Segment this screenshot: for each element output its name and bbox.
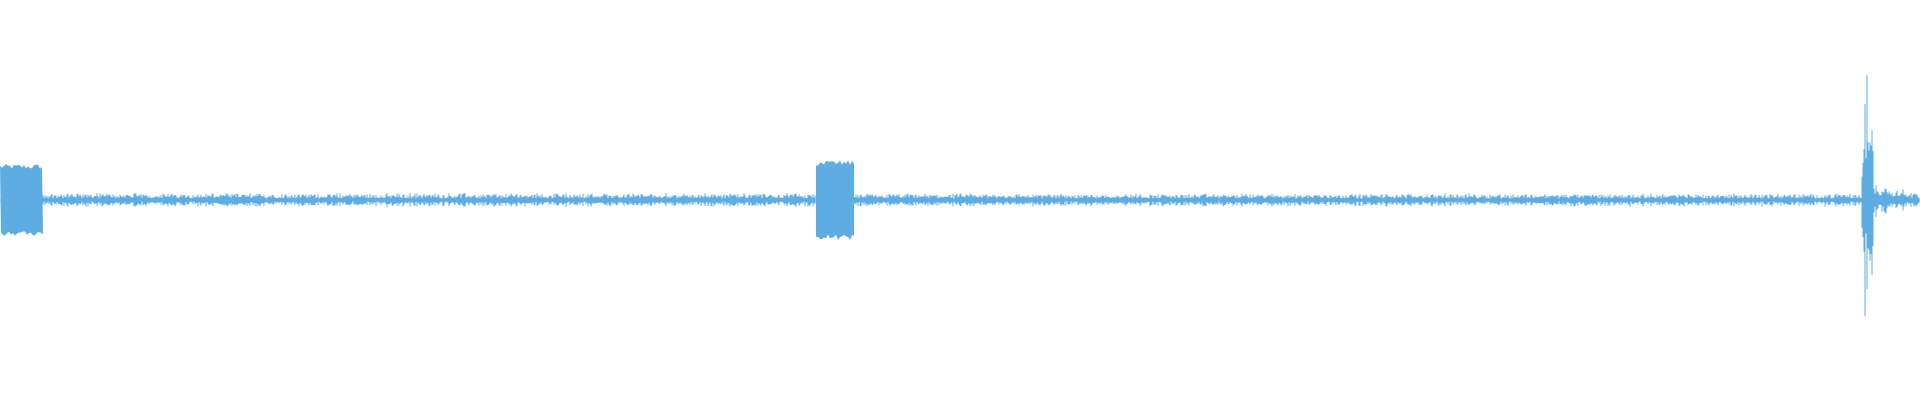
waveform-segment-4 xyxy=(1861,75,1874,317)
waveform-segment-1 xyxy=(42,192,816,207)
waveform-segment-5 xyxy=(1873,185,1920,218)
waveform-segment-3 xyxy=(853,193,1862,207)
waveform-segment-0 xyxy=(0,164,43,236)
waveform-segment-2 xyxy=(816,160,854,240)
waveform-marks xyxy=(0,75,1920,317)
